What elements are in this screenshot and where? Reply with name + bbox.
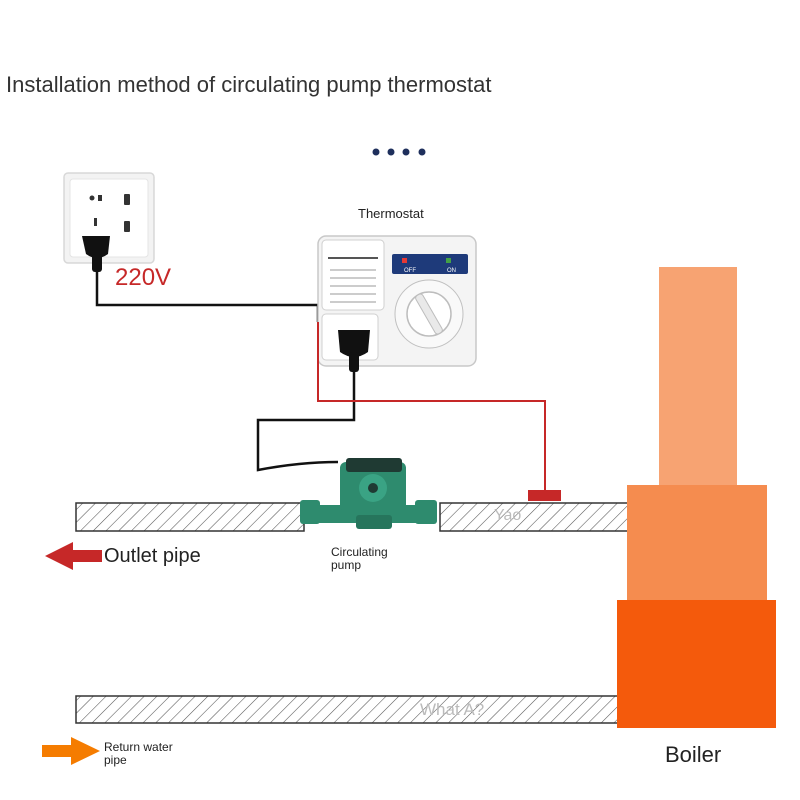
return-water-pipe-label-line2: pipe — [104, 753, 127, 767]
plug-icon — [82, 236, 110, 272]
wall-socket-icon — [63, 172, 155, 264]
circulating-pump-label-line2: pump — [331, 558, 362, 572]
watermark-top: Yao — [494, 507, 522, 524]
arrow-left-icon — [45, 542, 102, 570]
return-pipe — [75, 695, 619, 724]
thermostat-plug-icon — [338, 330, 370, 372]
watermark-bottom: What A? — [420, 700, 485, 719]
voltage-label: 220V — [115, 264, 172, 291]
outlet-pipe-label: Outlet pipe — [104, 545, 201, 567]
circulating-pump-label: Circulating — [331, 545, 388, 559]
circulating-pump-icon — [300, 458, 437, 529]
page-title: Installation method of circulating pump … — [6, 72, 492, 97]
boiler-label: Boiler — [665, 742, 722, 767]
outlet-pipe-right — [439, 502, 629, 532]
dots-icon — [372, 148, 426, 156]
sensor-probe-icon — [528, 490, 561, 501]
dial-on-label: ON — [447, 268, 456, 274]
arrow-right-icon — [42, 737, 100, 765]
sensor-wire — [317, 322, 546, 490]
outlet-pipe — [75, 502, 305, 532]
boiler-icon — [617, 267, 776, 728]
dial-off-label: OFF — [404, 268, 416, 274]
return-water-pipe-label: Return water — [104, 740, 173, 754]
pump-cable — [256, 372, 356, 472]
thermostat-label: Thermostat — [358, 206, 424, 221]
